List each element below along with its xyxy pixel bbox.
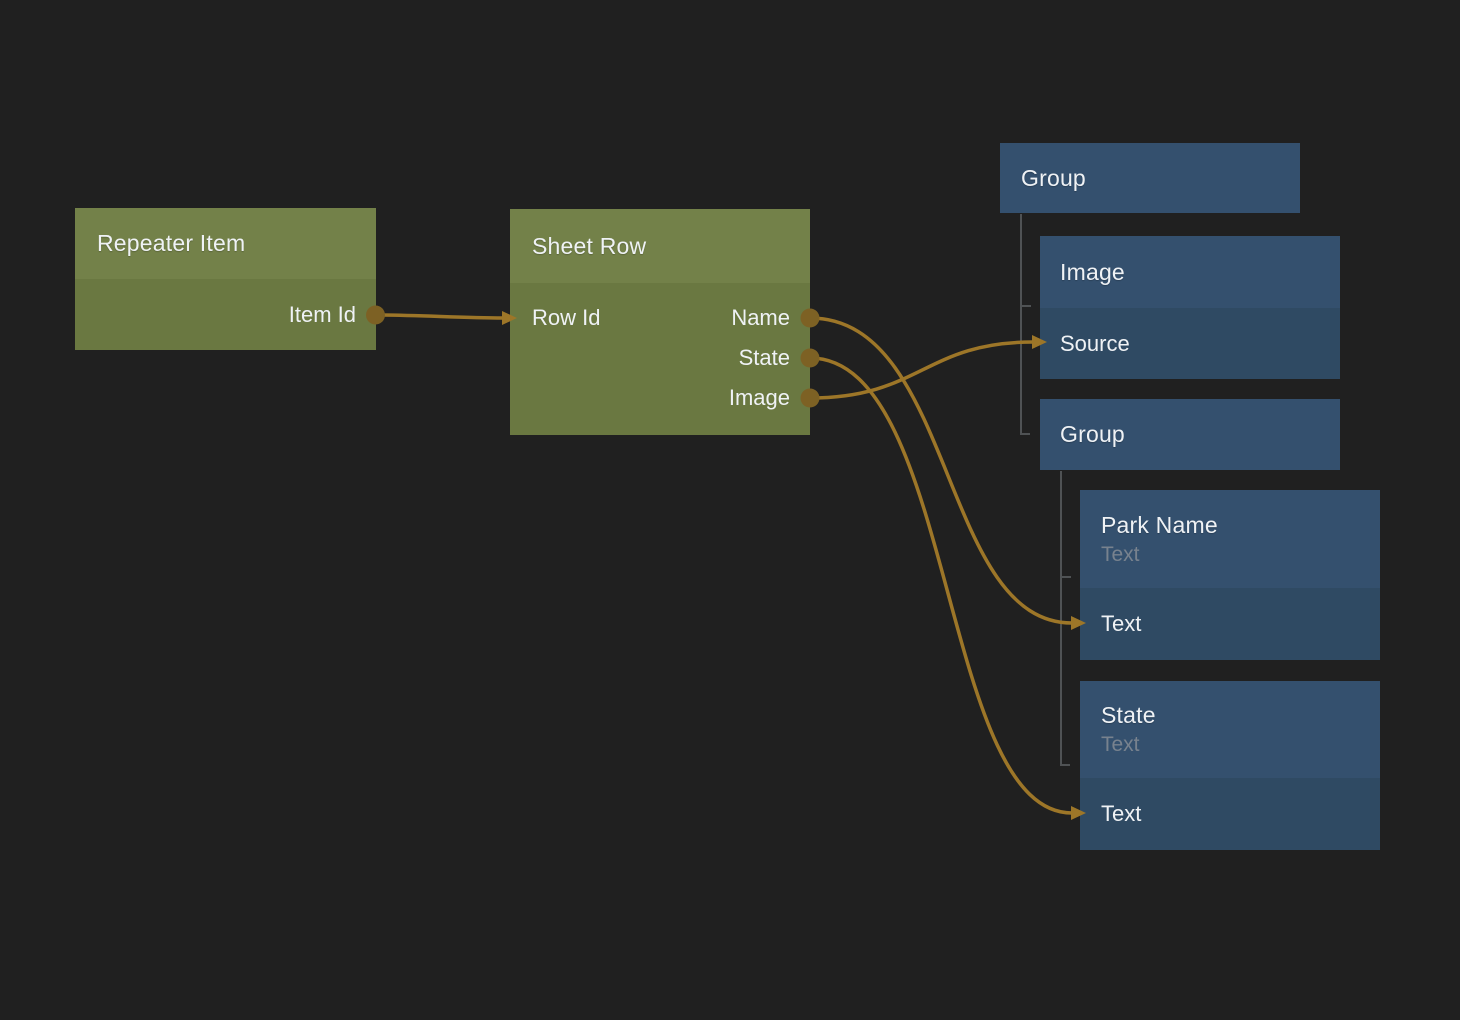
output-row-state: State [510, 338, 810, 378]
output-label: State [738, 345, 790, 370]
property-label: Source [1060, 330, 1130, 356]
node-body: Row Id Name State Image [510, 283, 810, 435]
output-row-image: Image [510, 378, 810, 418]
wire-name-parkname-text[interactable] [809, 316, 1073, 625]
node-state[interactable]: State Text Text [1080, 681, 1380, 850]
tree-connector-inner-group [1060, 471, 1070, 766]
node-park-name[interactable]: Park Name Text Text [1080, 490, 1380, 660]
output-row-item-id: Item Id [75, 279, 376, 350]
input-label: Row Id [532, 305, 601, 330]
node-header: State Text [1080, 681, 1380, 778]
output-label: Name [731, 305, 790, 330]
property-row-text[interactable]: Text [1080, 778, 1380, 850]
wire-itemid-rowid[interactable] [374, 313, 504, 320]
port-sheet-row-image[interactable] [800, 388, 820, 408]
tree-connector-outer-group [1020, 214, 1030, 435]
io-row-rowid-name: Row Id Name [510, 298, 810, 338]
node-header: Repeater Item [75, 208, 376, 279]
node-subtitle: Text [1101, 733, 1140, 756]
node-group-inner[interactable]: Group [1040, 399, 1340, 470]
node-title: Image [1060, 258, 1125, 285]
wire-state-state-text[interactable] [809, 356, 1073, 815]
property-row-text[interactable]: Text [1080, 588, 1380, 660]
node-header: Sheet Row [510, 209, 810, 283]
property-label: Text [1101, 801, 1142, 826]
node-subtitle: Text [1101, 542, 1140, 566]
node-title: State [1101, 702, 1156, 728]
wire-image-source[interactable] [809, 340, 1034, 400]
output-label: Item Id [288, 301, 356, 327]
node-title: Park Name [1101, 511, 1218, 538]
node-header: Park Name Text [1080, 490, 1380, 588]
node-image[interactable]: Image Source [1040, 236, 1340, 379]
node-title: Repeater Item [97, 230, 246, 256]
output-label: Image [728, 385, 790, 410]
node-header: Group [1000, 143, 1300, 213]
node-repeater-item[interactable]: Repeater Item Item Id [75, 208, 376, 350]
node-header: Group [1040, 399, 1340, 470]
port-repeater-item-itemid[interactable] [366, 305, 385, 325]
port-sheet-row-name[interactable] [800, 308, 820, 328]
property-label: Text [1101, 611, 1142, 636]
node-group-outer[interactable]: Group [1000, 143, 1300, 213]
node-title: Group [1060, 421, 1125, 447]
port-sheet-row-state[interactable] [800, 348, 820, 368]
node-title: Sheet Row [532, 232, 647, 259]
node-body: Item Id [75, 279, 376, 350]
node-sheet-row[interactable]: Sheet Row Row Id Name State Image [510, 209, 810, 435]
node-title: Group [1021, 164, 1086, 191]
node-header: Image [1040, 236, 1340, 308]
property-row-source[interactable]: Source [1040, 308, 1340, 379]
